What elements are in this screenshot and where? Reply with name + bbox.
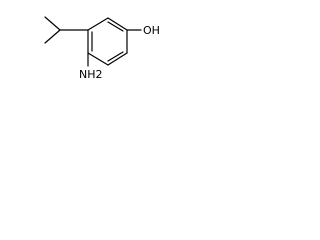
isopropyl-group xyxy=(44,16,89,44)
isopropyl-methyl-bond xyxy=(44,29,61,44)
isopropyl-methyl-bond xyxy=(44,16,61,31)
ring-double-bond xyxy=(107,21,124,32)
amino-label: NH2 xyxy=(79,68,103,81)
ring-bond xyxy=(87,17,109,31)
ring-bond xyxy=(107,17,128,31)
structure-diagram: OH NH2 xyxy=(44,16,160,81)
hydroxyl-group: OH xyxy=(126,24,160,37)
amino-group: NH2 xyxy=(79,52,103,81)
ring-bond xyxy=(107,52,128,66)
benzene-ring xyxy=(87,17,128,66)
ring-double-bond xyxy=(107,51,124,62)
ring-bond xyxy=(87,52,109,66)
hydroxyl-label: OH xyxy=(143,24,160,37)
